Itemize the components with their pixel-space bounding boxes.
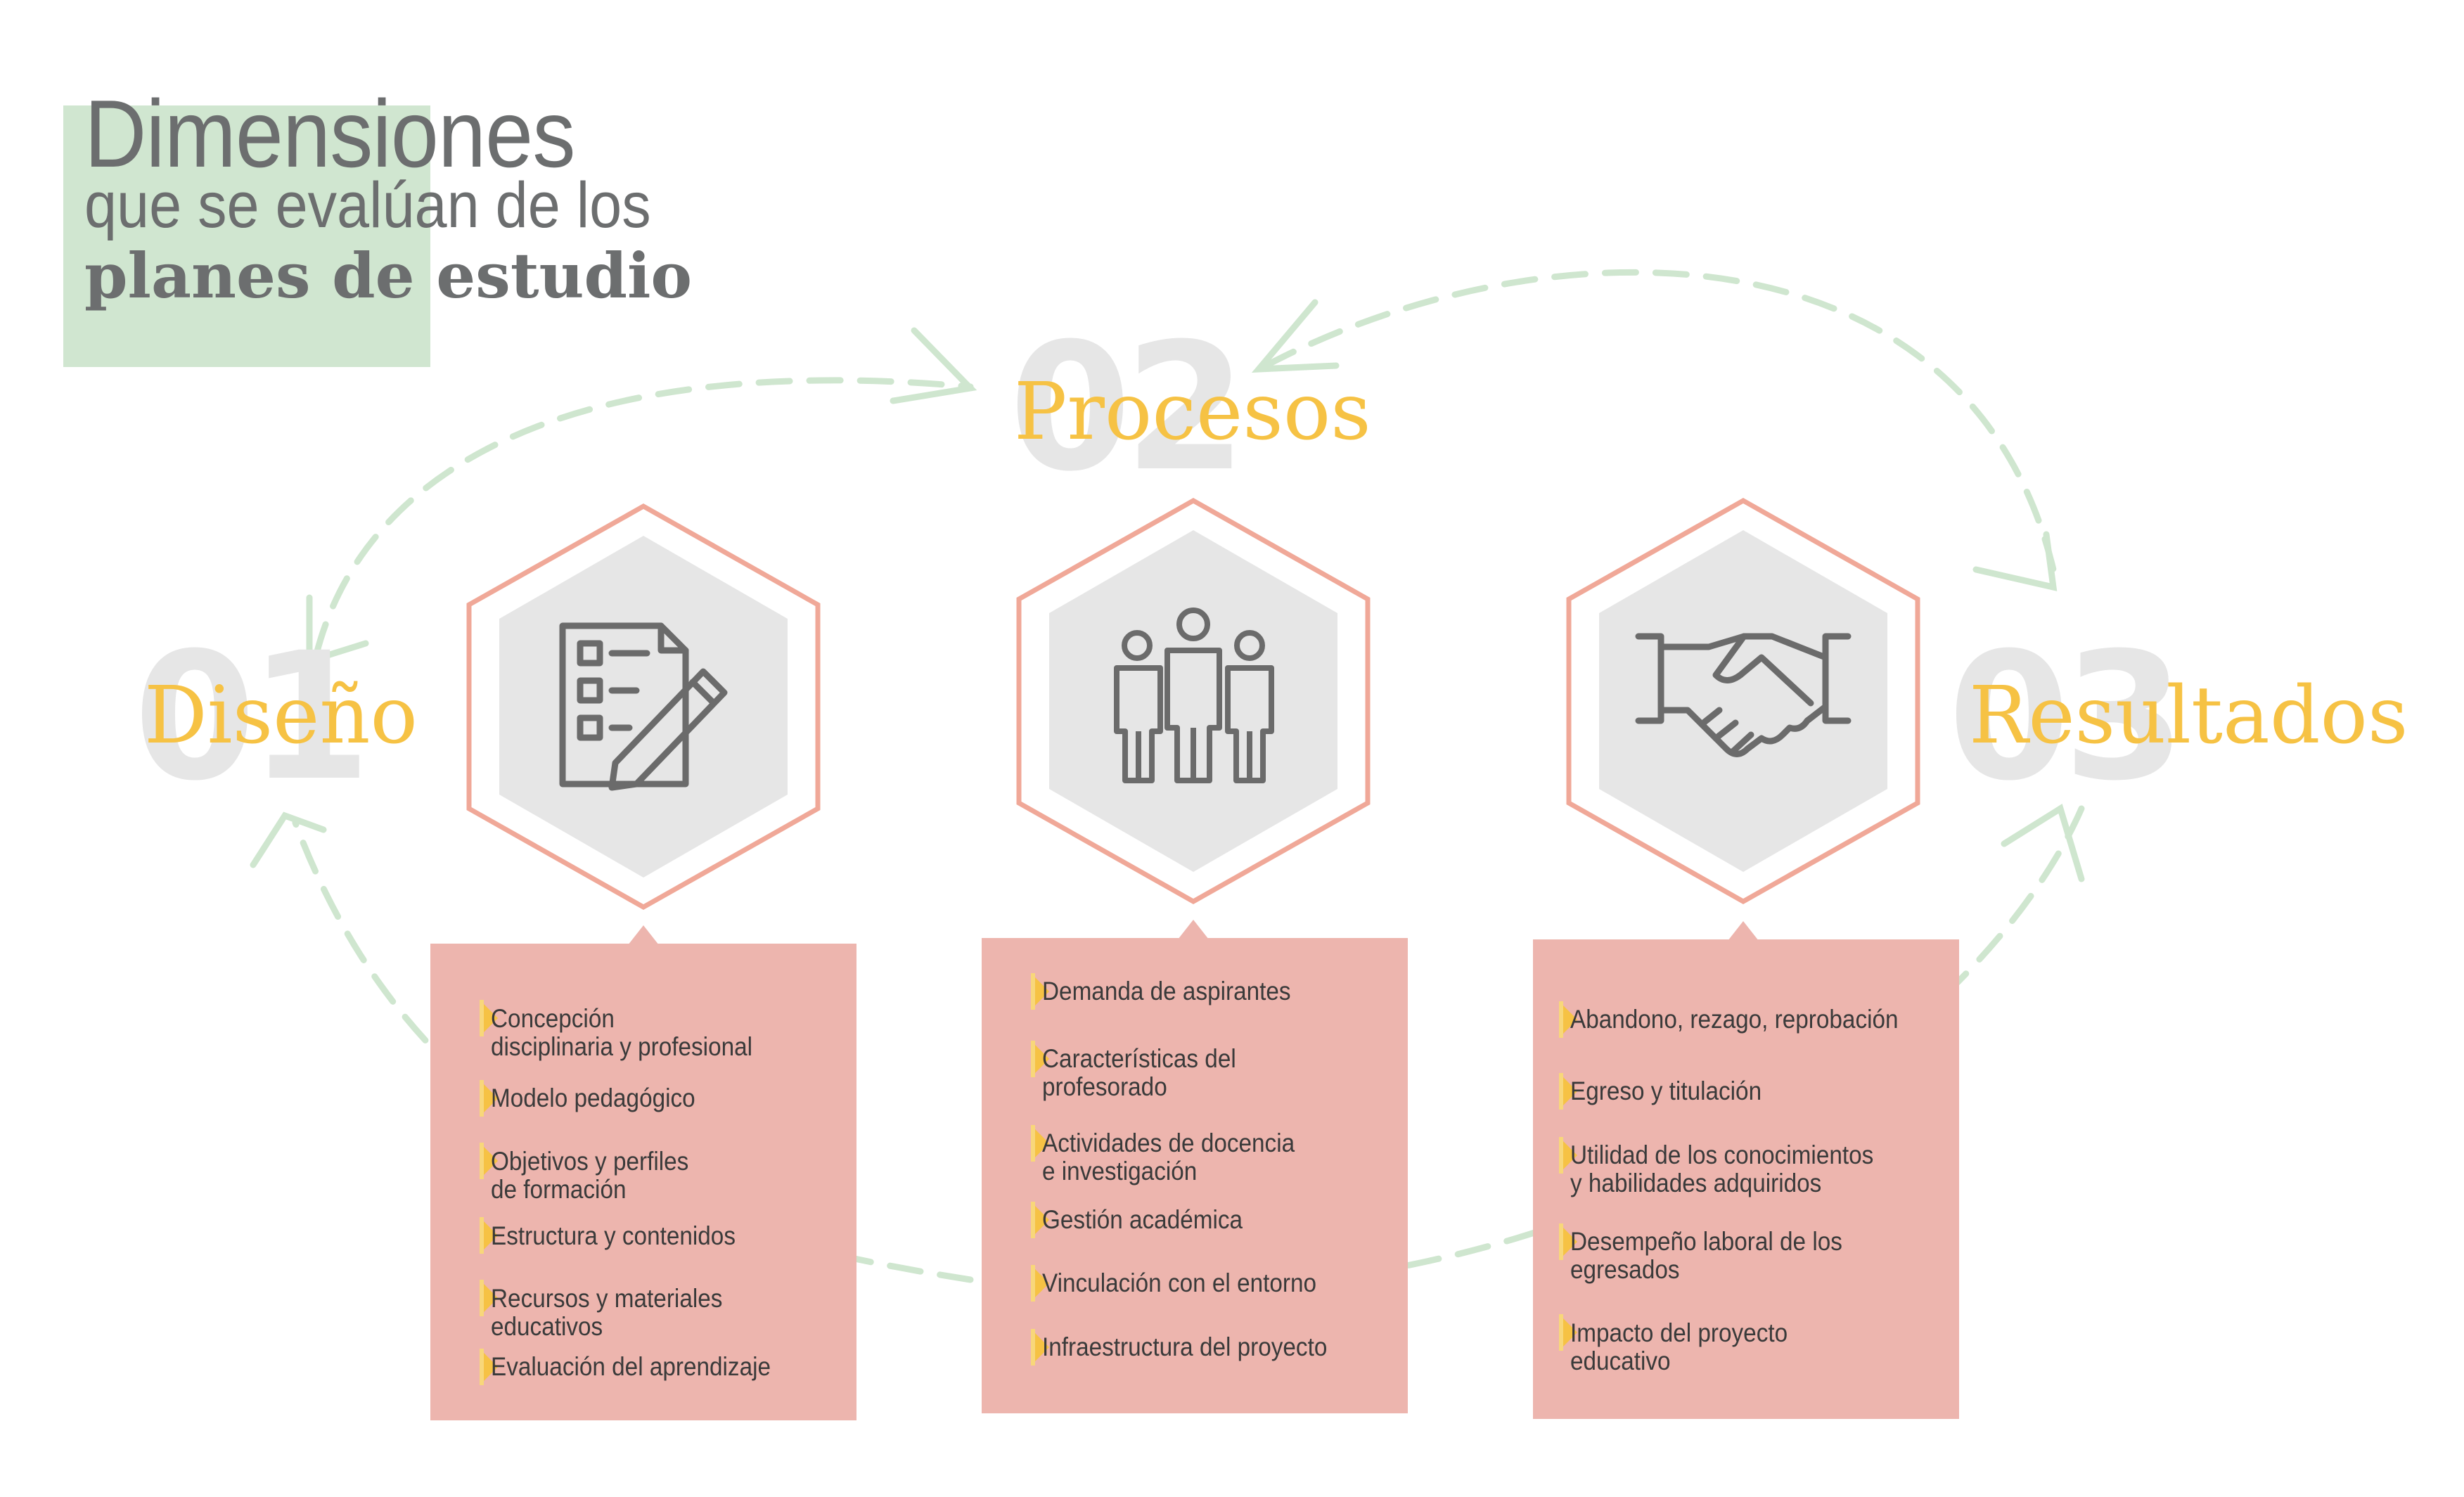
title-dimensiones: Dimensiones — [84, 80, 576, 187]
title-highlight-block — [63, 105, 430, 367]
arrowhead-diseno-top — [306, 594, 369, 666]
item-marker — [480, 1080, 498, 1117]
dimension-label-procesos: Procesos — [1014, 366, 1371, 458]
box-pointer-resultados — [1728, 921, 1759, 941]
list-item: Modelo pedagógico — [491, 1084, 695, 1112]
item-marker — [480, 1349, 498, 1385]
arrow-diseno-to-procesos — [313, 377, 974, 657]
item-marker — [480, 1143, 498, 1179]
arrowhead-diseno-bottom — [250, 811, 327, 868]
list-item: Estructura y contenidos — [491, 1221, 736, 1250]
arrowhead-procesos-top — [1251, 299, 1340, 373]
handshake-icon — [1635, 633, 1852, 757]
title-planes-de-estudio: planes de estudio — [84, 239, 693, 312]
item-marker — [1559, 1137, 1577, 1174]
hexagon-resultados — [1566, 497, 1920, 905]
box-pointer-diseno — [628, 925, 659, 945]
list-item: Infraestructura del proyecto — [1042, 1332, 1328, 1361]
arrowhead-resultados — [1972, 531, 2058, 591]
group-people-icon — [1114, 608, 1274, 783]
item-marker — [480, 1280, 498, 1316]
dimension-number-03: 03 — [1948, 615, 2186, 819]
items-box-procesos: Demanda de aspirantes Características de… — [982, 938, 1408, 1413]
item-marker — [1031, 1125, 1049, 1162]
list-item: Vinculación con el entorno — [1042, 1268, 1317, 1297]
item-marker — [1559, 1073, 1577, 1110]
list-item: Demanda de aspirantes — [1042, 977, 1291, 1006]
dimension-number-01: 01 — [134, 615, 371, 819]
box-pointer-procesos — [1178, 920, 1209, 939]
item-marker — [1031, 1202, 1049, 1238]
list-item: Gestión académica — [1042, 1205, 1243, 1234]
hexagon-procesos — [1016, 497, 1371, 905]
item-marker — [1031, 973, 1049, 1010]
title-subtitle: que se evalúan de los — [84, 169, 651, 241]
list-item: Abandono, rezago, reprobación — [1570, 1005, 1899, 1034]
item-marker — [1559, 1001, 1577, 1038]
dimension-label-diseno: Diseño — [144, 670, 418, 762]
list-item: Egreso y titulación — [1570, 1077, 1762, 1105]
dimension-number-02: 02 — [1009, 305, 1247, 510]
arrowhead-resultados-bottom — [2001, 804, 2085, 882]
item-marker — [1559, 1223, 1577, 1260]
item-marker — [1031, 1041, 1049, 1077]
hexagon-diseno — [466, 503, 821, 911]
item-marker — [1031, 1329, 1049, 1366]
dimension-label-resultados: Resultados — [1969, 670, 2408, 762]
item-marker — [480, 1217, 498, 1254]
item-marker — [480, 1000, 498, 1036]
item-marker — [1559, 1314, 1577, 1351]
checklist-pencil-icon — [559, 622, 728, 791]
arrow-procesos-to-resultados — [1262, 269, 2057, 573]
arrowhead-procesos — [890, 327, 977, 404]
item-marker — [1031, 1265, 1049, 1302]
items-box-resultados: Abandono, rezago, reprobación Egreso y t… — [1533, 939, 1959, 1419]
list-item: Evaluación del aprendizaje — [491, 1352, 771, 1381]
